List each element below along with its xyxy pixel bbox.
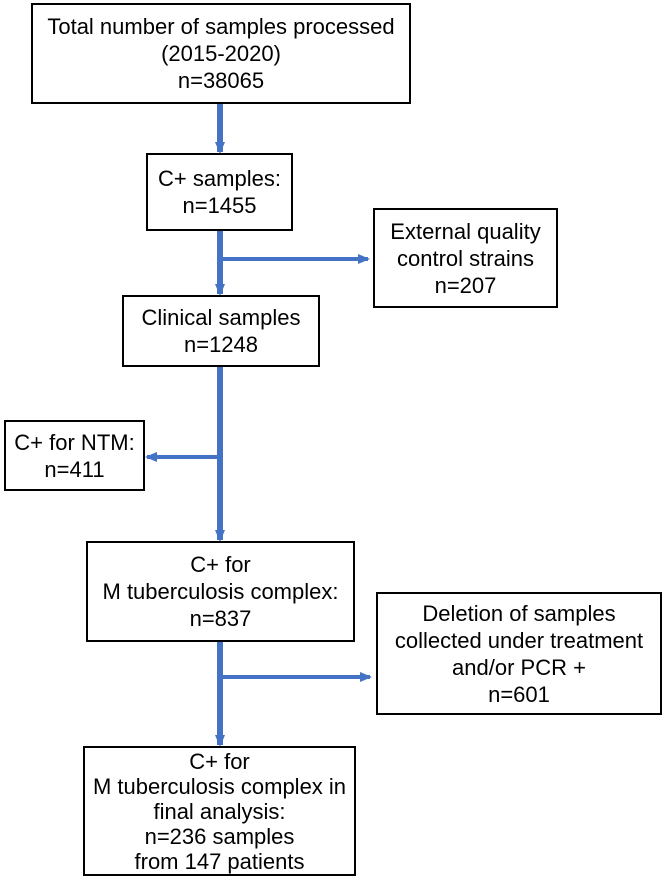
external-line-3: n=207 <box>434 272 497 298</box>
mtb-line-1: C+ for <box>190 552 251 577</box>
final-line-3: final analysis: <box>153 798 286 824</box>
final-line-2: M tuberculosis complex in <box>92 773 347 799</box>
c-plus-line-2: n=1455 <box>182 193 257 218</box>
external-line-1: External quality <box>390 218 541 244</box>
final-line-5: from 147 patients <box>134 848 305 874</box>
final-line-1: C+ for <box>189 748 250 774</box>
c-plus-samples-box: C+ samples: n=1455 <box>146 153 293 231</box>
total-line-3: n=38065 <box>177 68 265 93</box>
mtb-line-2: M tuberculosis complex: <box>102 579 339 604</box>
external-quality-box: External quality control strains n=207 <box>373 208 558 308</box>
clinical-samples-box: Clinical samples n=1248 <box>122 295 320 367</box>
deletion-line-1: Deletion of samples <box>422 600 616 626</box>
deletion-box: Deletion of samples collected under trea… <box>376 592 662 715</box>
total-samples-box: Total number of samples processed (2015-… <box>31 3 411 104</box>
deletion-line-4: n=601 <box>488 681 550 707</box>
clinical-line-1: Clinical samples <box>141 305 301 330</box>
total-line-1: Total number of samples processed <box>47 14 395 39</box>
deletion-line-2: collected under treatment <box>394 627 644 653</box>
final-line-4: n=236 samples <box>144 823 295 849</box>
mtb-line-3: n=837 <box>189 606 252 631</box>
ntm-line-1: C+ for NTM: <box>14 429 135 455</box>
final-analysis-box: C+ for M tuberculosis complex in final a… <box>83 746 356 876</box>
external-line-2: control strains <box>397 245 534 271</box>
mtb-complex-box: C+ for M tuberculosis complex: n=837 <box>86 541 355 642</box>
c-plus-line-1: C+ samples: <box>158 166 281 191</box>
total-line-2: (2015-2020) <box>161 41 281 66</box>
ntm-line-2: n=411 <box>44 456 105 482</box>
clinical-line-2: n=1248 <box>183 332 259 357</box>
deletion-line-3: and/or PCR + <box>452 654 586 680</box>
ntm-box: C+ for NTM: n=411 <box>4 420 145 491</box>
